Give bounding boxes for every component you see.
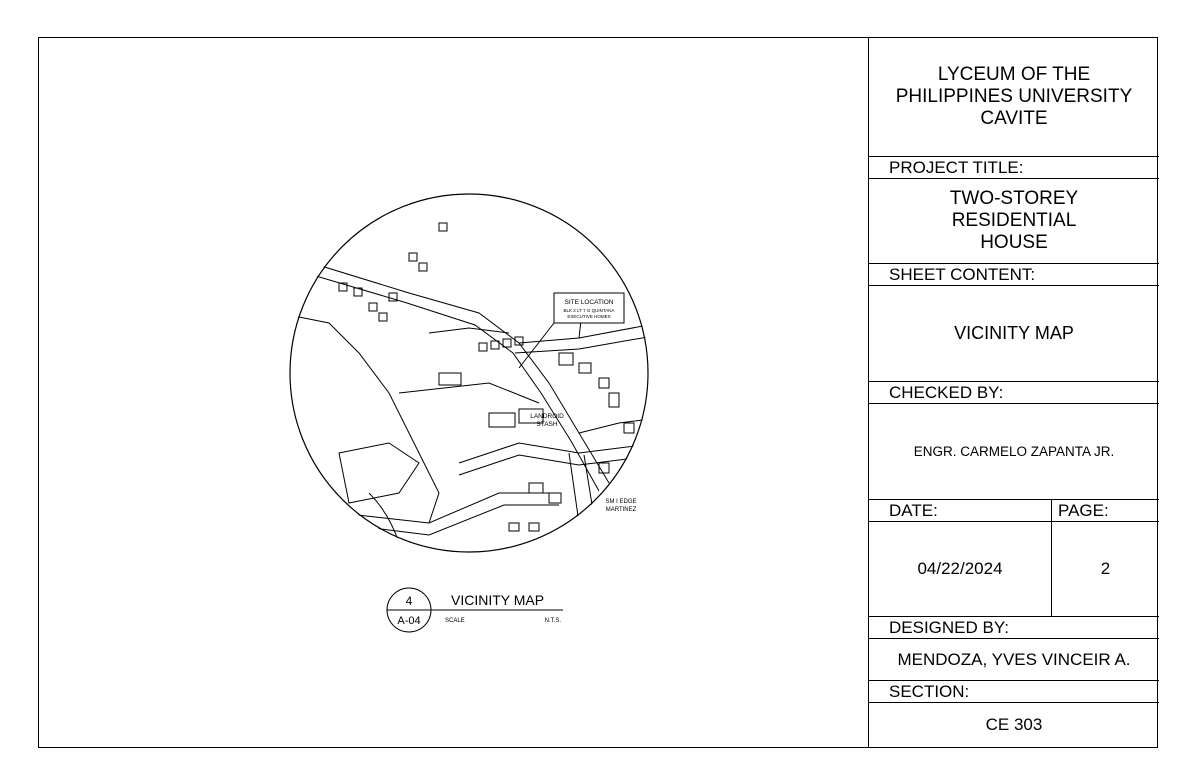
designed-by-label: DESIGNED BY: (869, 617, 1159, 639)
site-address-line-1: BLK 2 LT 7 G QUINTANA (563, 308, 614, 313)
site-location-label: SITE LOCATION (565, 299, 614, 306)
date-page-value-row: 04/22/2024 2 (869, 522, 1159, 617)
scale-value: N.T.S. (545, 618, 562, 624)
drawing-sheet: SITE LOCATION BLK 2 LT 7 G QUINTANA EXEC… (38, 37, 1159, 748)
drawing-callout: 4 A-04 VICINITY MAP SCALE N.T.S. (386, 587, 563, 633)
checked-by-label: CHECKED BY: (869, 382, 1159, 404)
page-cell: 2 (1051, 522, 1159, 616)
callout-number: 4 (406, 594, 413, 608)
school-name-cell: LYCEUM OF THE PHILIPPINES UNIVERSITY CAV… (869, 38, 1159, 157)
date-page-label-row: DATE: PAGE: (869, 500, 1159, 522)
date-cell: 04/22/2024 (869, 522, 1051, 616)
date-label: DATE: (889, 501, 938, 520)
designed-by-cell: MENDOZA, YVES VINCEIR A. (869, 639, 1159, 681)
checked-by: ENGR. CARMELO ZAPANTA JR. (913, 444, 1115, 459)
section-value: CE 303 (985, 715, 1043, 734)
section-cell: CE 303 (869, 703, 1159, 747)
map-place-label: STASH (536, 421, 557, 428)
section-label: SECTION: (869, 681, 1159, 703)
sheet-content-label: SHEET CONTENT: (869, 264, 1159, 286)
vicinity-map: SITE LOCATION BLK 2 LT 7 G QUINTANA EXEC… (289, 193, 649, 553)
school-name: LYCEUM OF THE PHILIPPINES UNIVERSITY CAV… (895, 64, 1133, 129)
scale-label: SCALE (445, 618, 465, 624)
map-place-label: LANDROID (530, 413, 564, 420)
title-block: LYCEUM OF THE PHILIPPINES UNIVERSITY CAV… (868, 38, 1159, 747)
project-title-label: PROJECT TITLE: (869, 157, 1159, 179)
page-label: PAGE: (1051, 500, 1159, 521)
project-title-cell: TWO-STOREY RESIDENTIAL HOUSE (869, 179, 1159, 264)
drawing-area: SITE LOCATION BLK 2 LT 7 G QUINTANA EXEC… (39, 38, 869, 747)
date-value: 04/22/2024 (917, 559, 1003, 578)
site-address-line-2: EXECUTIVE HOMES (567, 314, 610, 319)
checked-by-cell: ENGR. CARMELO ZAPANTA JR. (869, 404, 1159, 500)
map-circle-border (289, 193, 649, 553)
callout-title: VICINITY MAP (451, 592, 544, 608)
designed-by: MENDOZA, YVES VINCEIR A. (897, 649, 1131, 669)
sheet-content: VICINITY MAP (954, 323, 1074, 343)
page-value: 2 (1100, 559, 1111, 578)
project-title: TWO-STOREY RESIDENTIAL HOUSE (949, 188, 1079, 253)
callout-sheet: A-04 (397, 615, 420, 627)
map-place-label: MARTINEZ (606, 507, 637, 513)
map-place-label: SM I EDGE (605, 499, 636, 505)
sheet-content-cell: VICINITY MAP (869, 286, 1159, 382)
